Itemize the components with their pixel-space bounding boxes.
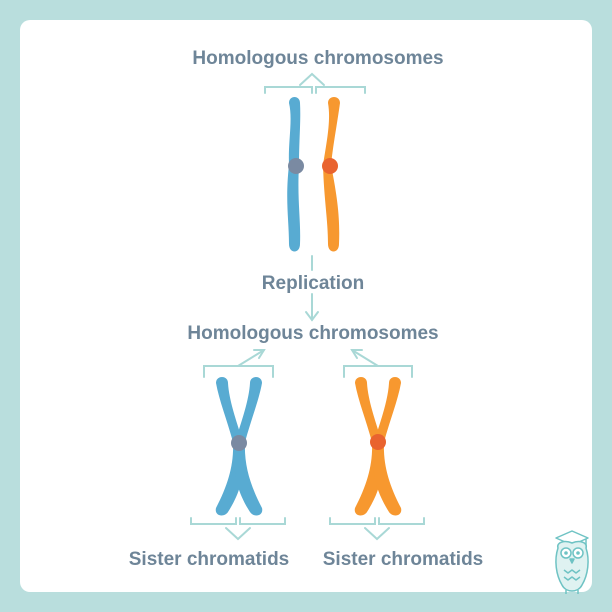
orange-centromere-top (322, 158, 338, 174)
orange-centromere-bottom (370, 434, 386, 450)
blue-sister-chromatid-right (234, 377, 263, 516)
replication-arrow (305, 255, 319, 322)
left-sister-chromatids-label: Sister chromatids (129, 549, 290, 570)
right-sister-bracket (329, 517, 425, 541)
orange-chromosome-replicated (354, 377, 402, 516)
top-homologous-label: Homologous chromosomes (192, 48, 443, 69)
middle-homologous-label: Homologous chromosomes (187, 323, 438, 344)
blue-chromosome-replicated (215, 377, 263, 516)
left-sister-bracket (190, 517, 286, 541)
right-homolog-bracket (343, 349, 413, 378)
top-bracket (264, 72, 366, 94)
blue-chromosome-unreplicated (287, 97, 301, 252)
diagram-panel (20, 20, 592, 592)
orange-chromosome-unreplicated (323, 97, 340, 252)
right-sister-chromatids-label: Sister chromatids (323, 549, 484, 570)
replication-label: Replication (262, 273, 364, 294)
owl-graduate-icon (555, 530, 589, 594)
left-homolog-bracket (203, 349, 274, 378)
blue-centromere-top (288, 158, 304, 174)
blue-centromere-bottom (231, 435, 247, 451)
orange-sister-chromatid-right (373, 377, 402, 516)
